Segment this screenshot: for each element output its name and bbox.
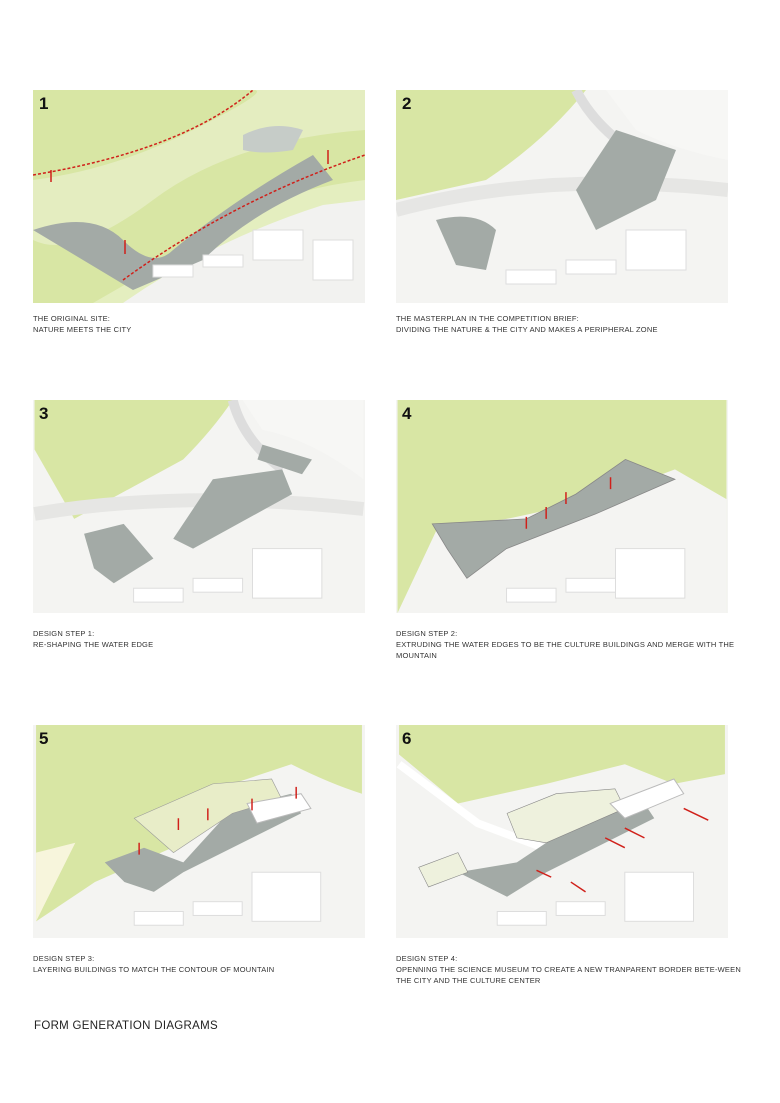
- caption-heading: DESIGN STEP 1:: [33, 629, 95, 638]
- caption-heading: DESIGN STEP 3:: [33, 954, 95, 963]
- caption-text: OPENNING THE SCIENCE MUSEUM TO CREATE A …: [396, 965, 741, 985]
- caption-text: DIVIDING THE NATURE & THE CITY AND MAKES…: [396, 325, 658, 334]
- page-title: FORM GENERATION DIAGRAMS: [34, 1020, 218, 1032]
- site-illustration-3: [33, 400, 365, 613]
- site-illustration-2: [396, 90, 728, 303]
- diagram-panel-1: 1: [33, 90, 365, 303]
- caption-heading: DESIGN STEP 2:: [396, 629, 458, 638]
- site-illustration-6: [396, 725, 725, 938]
- diagram-panel-3: 3: [33, 400, 365, 613]
- caption-text: NATURE MEETS THE CITY: [33, 325, 132, 334]
- diagram-panel-6: 6: [396, 725, 728, 938]
- diagram-panel-5: 5: [33, 725, 365, 938]
- panel-number: 1: [39, 94, 49, 113]
- panel-number: 3: [39, 404, 49, 423]
- caption-text: EXTRUDING THE WATER EDGES TO BE THE CULT…: [396, 640, 735, 660]
- panel-5-caption: DESIGN STEP 3: LAYERING BUILDINGS TO MAT…: [33, 953, 383, 975]
- diagram-panel-4: 4: [396, 400, 728, 613]
- caption-heading: THE MASTERPLAN IN THE COMPETITION BRIEF:: [396, 314, 579, 323]
- panel-number: 2: [402, 94, 412, 113]
- panel-1-caption: THE ORIGINAL SITE: NATURE MEETS THE CITY: [33, 313, 383, 335]
- site-illustration-1: [33, 90, 365, 303]
- site-illustration-4: [397, 400, 727, 613]
- caption-heading: DESIGN STEP 4:: [396, 954, 458, 963]
- site-illustration-5: [36, 725, 362, 938]
- diagram-panel-2: 2: [396, 90, 728, 303]
- panel-4-caption: DESIGN STEP 2: EXTRUDING THE WATER EDGES…: [396, 628, 746, 661]
- caption-text: LAYERING BUILDINGS TO MATCH THE CONTOUR …: [33, 965, 275, 974]
- panel-6-caption: DESIGN STEP 4: OPENNING THE SCIENCE MUSE…: [396, 953, 746, 986]
- panel-number: 4: [402, 404, 412, 423]
- caption-text: RE-SHAPING THE WATER EDGE: [33, 640, 154, 649]
- panel-number: 6: [402, 729, 412, 748]
- panel-3-caption: DESIGN STEP 1: RE-SHAPING THE WATER EDGE: [33, 628, 383, 650]
- panel-number: 5: [39, 729, 49, 748]
- caption-heading: THE ORIGINAL SITE:: [33, 314, 111, 323]
- panel-2-caption: THE MASTERPLAN IN THE COMPETITION BRIEF:…: [396, 313, 746, 335]
